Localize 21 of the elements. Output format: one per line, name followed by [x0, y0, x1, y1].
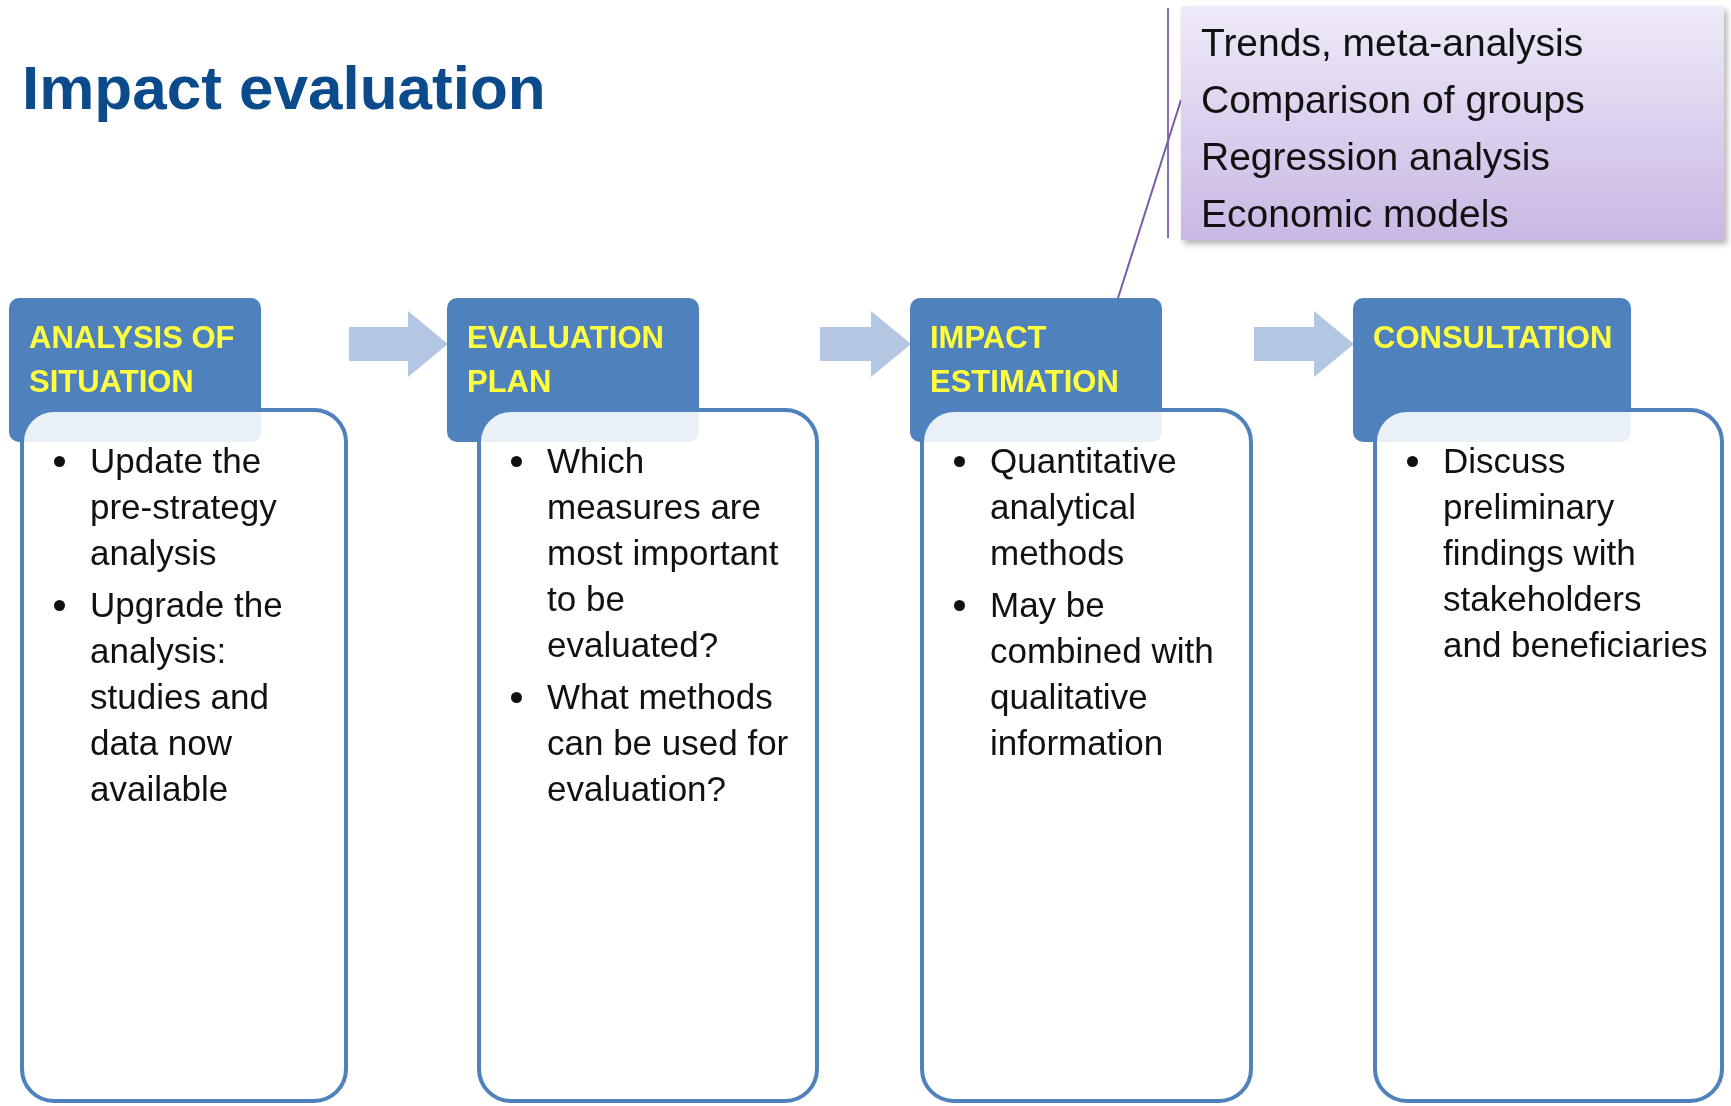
callout-text: Economic models: [1201, 191, 1510, 237]
bullet-text: Upgrade the analysis: studies and data now available: [90, 584, 284, 810]
leader-line: [1117, 99, 1182, 299]
callout-text: Regression analysis: [1201, 134, 1551, 180]
block-arrow: [820, 311, 911, 377]
callout-text: Comparison of groups: [1201, 77, 1586, 123]
block-arrow: [1254, 311, 1354, 377]
callout-text: Trends, meta-analysis: [1201, 20, 1585, 66]
bullet-text: Update the pre-strategy analysis: [90, 440, 278, 574]
bullet-text: What methods can be used for evaluation?: [547, 676, 790, 810]
step-title: IMPACT ESTIMATION: [930, 319, 1120, 401]
callout-box: [1181, 6, 1724, 240]
bullet-text: Quantitative analytical methods: [990, 440, 1178, 574]
step-title: ANALYSIS OF SITUATION: [29, 319, 236, 401]
bullet-text: Which measures are most important to be evaluated?: [547, 440, 780, 666]
bullet-text: Discuss preliminary findings with stakeholders and beneficiaries: [1443, 440, 1708, 666]
title: Impact evaluation: [22, 52, 546, 123]
block-arrow: [349, 311, 448, 377]
step-title: EVALUATION PLAN: [467, 319, 665, 401]
step-title: CONSULTATION: [1373, 319, 1614, 357]
bullet-text: May be combined with qualitative information: [990, 584, 1215, 764]
